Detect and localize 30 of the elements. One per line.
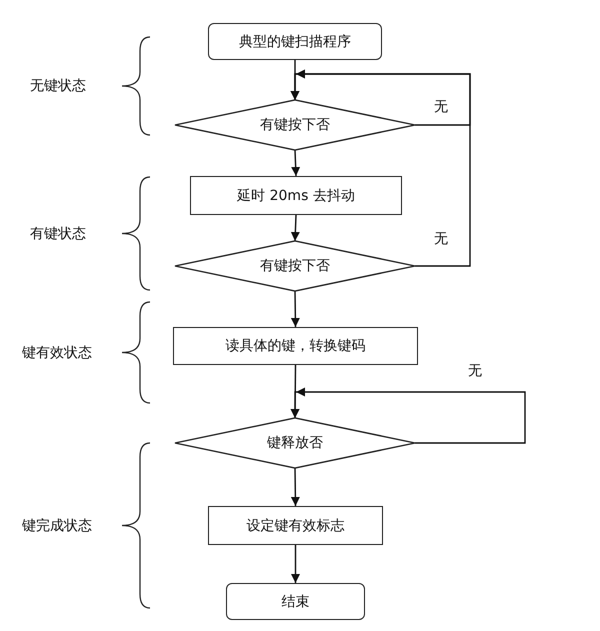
node-text: 读具体的键，转换键码 [226, 337, 366, 355]
decision-diamond [175, 418, 415, 468]
arrow [290, 468, 300, 506]
node-text: 延时 20ms 去抖动 [237, 186, 355, 204]
node-text: 键释放否 [267, 434, 323, 452]
state-label: 无键状态 [30, 77, 86, 95]
edge-label: 无 [432, 230, 450, 248]
arrow [291, 150, 300, 176]
edge-label: 无 [432, 98, 450, 116]
arrow [291, 545, 300, 583]
arrow [290, 291, 300, 327]
node-text: 有键按下否 [260, 257, 330, 275]
process-box [173, 327, 418, 365]
node-text: 设定键有效标志 [246, 516, 344, 534]
state-label: 键有效状态 [22, 344, 92, 362]
state-label: 键完成状态 [22, 516, 92, 534]
state-label: 有键状态 [30, 224, 86, 242]
node-text: 典型的键扫描程序 [239, 32, 351, 50]
arrow [290, 70, 471, 267]
edge-label: 无 [466, 362, 484, 380]
node-text: 有键按下否 [260, 116, 330, 134]
terminal-box [208, 23, 382, 60]
node-text: 结束 [282, 592, 310, 610]
process-box [208, 506, 383, 545]
arrow [290, 388, 526, 444]
arrow [290, 214, 300, 242]
terminal-box [226, 583, 365, 620]
decision-diamond [175, 100, 415, 150]
process-box [190, 176, 402, 215]
decision-diamond [175, 241, 415, 291]
